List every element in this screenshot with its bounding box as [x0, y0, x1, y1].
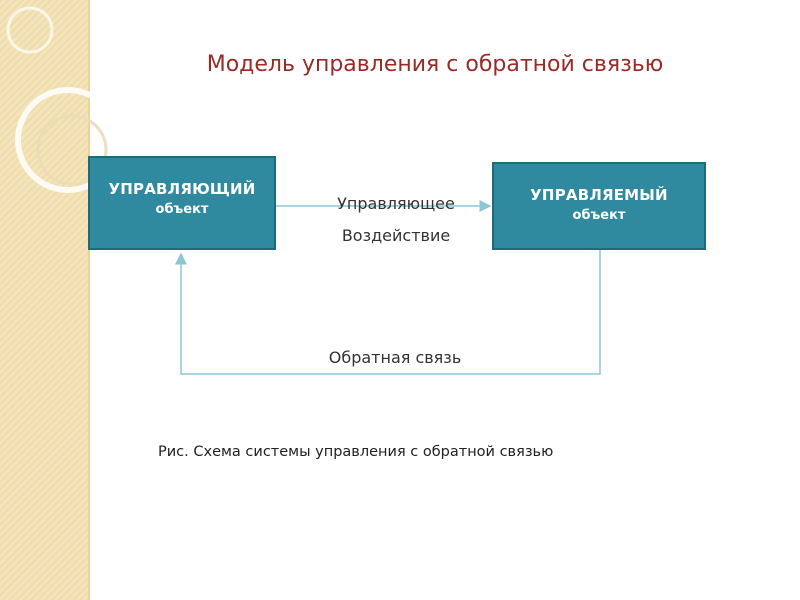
side-band-edge — [88, 0, 90, 600]
decorative-circle-large — [15, 87, 121, 193]
decorative-circle-top — [6, 6, 54, 54]
decorative-circle-small — [36, 114, 108, 186]
controller-title: УПРАВЛЯЮЩИЙ — [108, 180, 256, 198]
controlled-subtitle: объект — [572, 208, 626, 223]
control-action-line2: Воздействие — [341, 226, 451, 245]
controller-subtitle: объект — [155, 202, 209, 217]
controlled-box: УПРАВЛЯЕМЫЙ объект — [492, 162, 706, 250]
feedback-label: Обратная связь — [328, 348, 462, 367]
feedback-loop-line — [175, 250, 601, 375]
controlled-title: УПРАВЛЯЕМЫЙ — [530, 186, 668, 204]
control-action-label: Управляющее Воздействие — [318, 188, 474, 252]
decorative-side-band — [0, 0, 88, 600]
controller-box: УПРАВЛЯЮЩИЙ объект — [88, 156, 276, 250]
control-action-line1: Управляющее — [337, 194, 455, 213]
decorative-circles — [6, 6, 121, 193]
figure-caption: Рис. Схема системы управления с обратной… — [158, 444, 554, 460]
slide-title: Модель управления с обратной связью — [206, 52, 664, 77]
